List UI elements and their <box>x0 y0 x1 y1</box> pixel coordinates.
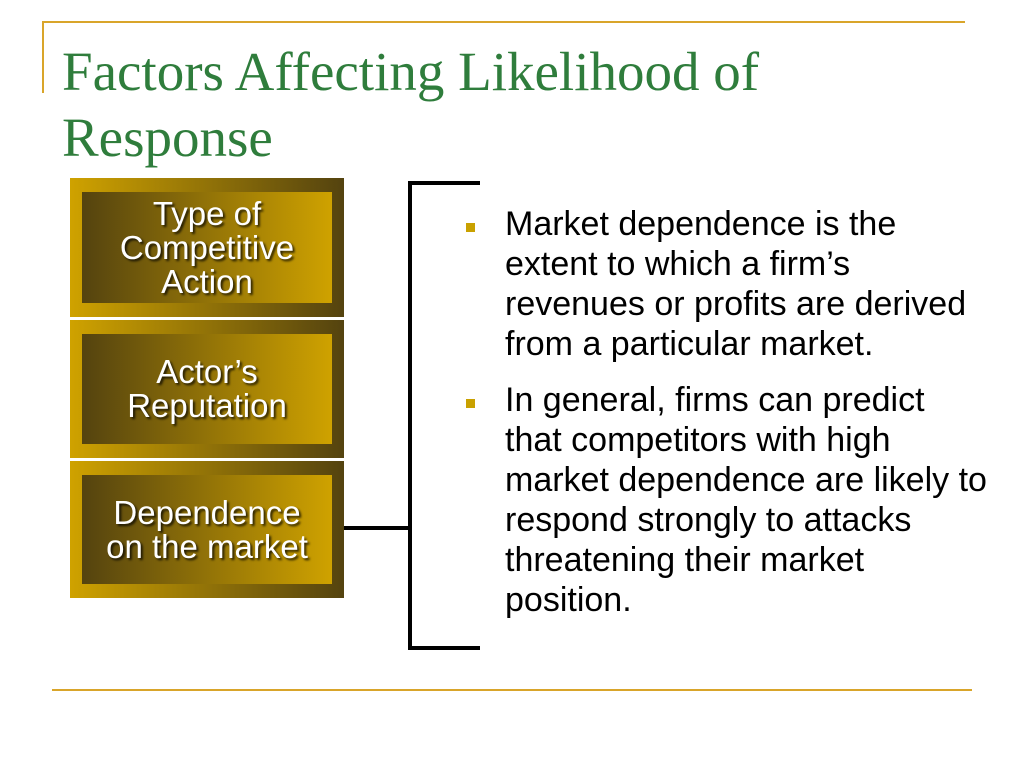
factor-box-inner: Actor’s Reputation <box>82 334 332 444</box>
bullet-text: Market dependence is the extent to which… <box>505 205 967 363</box>
bullet-item-predict-response: In general, firms can predict that compe… <box>466 380 1006 620</box>
factor-box-actors-reputation: Actor’s Reputation <box>70 320 344 458</box>
connector-stub <box>344 526 412 530</box>
top-accent-rule <box>42 21 965 23</box>
bracket-spine <box>408 181 412 650</box>
factor-box-dependence-on-the-market: Dependence on the market <box>70 461 344 598</box>
factor-box-label: Actor’s Reputation <box>127 353 287 424</box>
square-bullet-icon <box>466 223 475 232</box>
bottom-accent-rule <box>52 689 972 691</box>
factor-box-inner: Type of Competitive Action <box>82 192 332 303</box>
left-accent-rule <box>42 21 44 93</box>
bullet-list: Market dependence is the extent to which… <box>466 204 1006 636</box>
slide-title: Factors Affecting Likelihood of Response <box>62 41 760 168</box>
factor-box-inner: Dependence on the market <box>82 475 332 584</box>
factor-box-type-of-competitive-action: Type of Competitive Action <box>70 178 344 317</box>
factor-box-label: Type of Competitive Action <box>119 194 295 300</box>
bullet-item-market-dependence: Market dependence is the extent to which… <box>466 204 1006 364</box>
bullet-text: In general, firms can predict that compe… <box>505 381 987 619</box>
bracket-bottom-arm <box>408 646 480 650</box>
factor-box-label: Dependence on the market <box>106 493 308 565</box>
square-bullet-icon <box>466 399 475 408</box>
bracket-top-arm <box>408 181 480 185</box>
